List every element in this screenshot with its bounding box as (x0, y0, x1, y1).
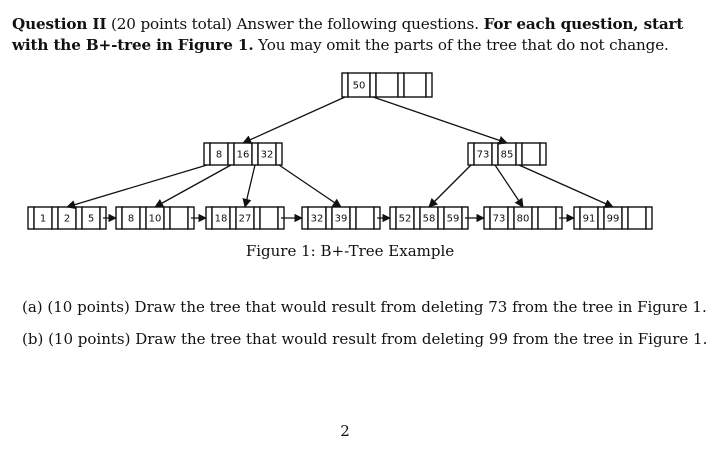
internal-node-0-pointer-cell (227, 142, 235, 166)
leaf-node-0-key-2: 5 (88, 214, 94, 225)
root-node-pointer-cell (341, 72, 349, 98)
leaf-node-4-pointer-cell (413, 206, 421, 230)
tree-edge (518, 164, 614, 208)
internal-node-0-pointer-cell (275, 142, 283, 166)
leaf-node-4-key-1: 58 (423, 214, 436, 225)
leaf-node-3-key-0: 32 (311, 214, 324, 225)
leaf-node-1-key-0: 8 (128, 214, 134, 225)
part-b-text: (b) (10 points) Draw the tree that would… (22, 330, 707, 348)
tree-edge (278, 164, 342, 208)
internal-node-1-key-cell (521, 142, 541, 166)
question-instruction: For each question, start with the B+-tre… (12, 15, 684, 54)
root-edge-left (242, 96, 346, 144)
root-node-key-cell (403, 72, 427, 98)
tree-edge (494, 164, 524, 208)
internal-node-1-key-1: 85 (501, 150, 514, 161)
leaf-node-0-pointer-cell (27, 206, 35, 230)
internal-node-1-key-0: 73 (477, 150, 490, 161)
leaf-node-6-key-1: 99 (607, 214, 620, 225)
root-edge-right (372, 96, 508, 145)
leaf-node-5-pointer-cell (531, 206, 539, 230)
leaf-node-6-pointer-cell (597, 206, 605, 230)
leaf-node-3-pointer-cell (301, 206, 309, 230)
leaf-node-0-key-0: 1 (40, 214, 46, 225)
leaf-node-6-pointer-cell (573, 206, 581, 230)
leaf-node-5-key-0: 73 (493, 214, 506, 225)
leaf-node-5-pointer-cell (507, 206, 515, 230)
leaf-node-1-key-cell (169, 206, 189, 230)
internal-node-1-pointer-cell (515, 142, 523, 166)
leaf-node-4-key-2: 59 (447, 214, 460, 225)
leaf-node-5-key-cell (537, 206, 557, 230)
page-number: 2 (340, 422, 350, 440)
root-node-key-0: 50 (353, 81, 366, 92)
leaf-node-3-key-cell (355, 206, 375, 230)
internal-node-0-pointer-cell (251, 142, 259, 166)
leaf-node-2-key-cell (259, 206, 279, 230)
figure-caption: Figure 1: B+-Tree Example (245, 242, 455, 260)
leaf-node-3-key-1: 39 (335, 214, 348, 225)
leaf-node-2-pointer-cell (229, 206, 237, 230)
root-node-pointer-cell (397, 72, 405, 98)
leaf-node-0-pointer-cell (51, 206, 59, 230)
leaf-node-5-key-1: 80 (517, 214, 530, 225)
leaf-node-1-pointer-cell (115, 206, 123, 230)
leaf-node-5-pointer-cell (483, 206, 491, 230)
tree-edge (154, 164, 232, 208)
root-node-pointer-cell (369, 72, 377, 98)
leaf-node-0-key-1: 2 (64, 214, 70, 225)
question-points: (20 points total) Answer the following q… (110, 15, 479, 33)
leaf-node-2-key-0: 18 (215, 214, 228, 225)
leaf-node-4-pointer-cell (437, 206, 445, 230)
leaf-node-6-pointer-cell (621, 206, 629, 230)
leaf-node-6-key-cell (627, 206, 647, 230)
question-instruction-rest: You may omit the parts of the tree that … (258, 36, 669, 54)
leaf-node-6-key-0: 91 (583, 214, 596, 225)
tree-edge (66, 164, 208, 210)
question-label: Question II (12, 15, 107, 33)
part-a-text: (a) (10 points) Draw the tree that would… (22, 298, 707, 316)
leaf-node-4-key-0: 52 (399, 214, 412, 225)
internal-node-1-pointer-cell (491, 142, 499, 166)
internal-node-1-pointer-cell (539, 142, 547, 166)
root-node-pointer-cell (425, 72, 433, 98)
tree-edge (428, 164, 472, 208)
leaf-node-2-pointer-cell (205, 206, 213, 230)
leaf-node-1-pointer-cell (139, 206, 147, 230)
internal-node-1-pointer-cell (467, 142, 475, 166)
leaf-node-2-key-1: 27 (239, 214, 252, 225)
leaf-node-3-pointer-cell (325, 206, 333, 230)
internal-node-0-key-1: 16 (237, 150, 250, 161)
internal-node-0-key-0: 8 (216, 150, 222, 161)
leaf-node-2-pointer-cell (253, 206, 261, 230)
leaf-node-1-key-1: 10 (149, 214, 162, 225)
leaf-node-4-pointer-cell (389, 206, 397, 230)
leaf-node-1-pointer-cell (163, 206, 171, 230)
internal-node-0-pointer-cell (203, 142, 211, 166)
leaf-node-0-pointer-cell (75, 206, 83, 230)
leaf-node-6-pointer-cell (645, 206, 653, 230)
root-node-key-cell (375, 72, 399, 98)
leaf-node-3-pointer-cell (349, 206, 357, 230)
internal-node-0-key-2: 32 (261, 150, 274, 161)
tree-edge (242, 164, 256, 208)
question-text: Question II (20 points total) Answer the… (12, 14, 694, 56)
